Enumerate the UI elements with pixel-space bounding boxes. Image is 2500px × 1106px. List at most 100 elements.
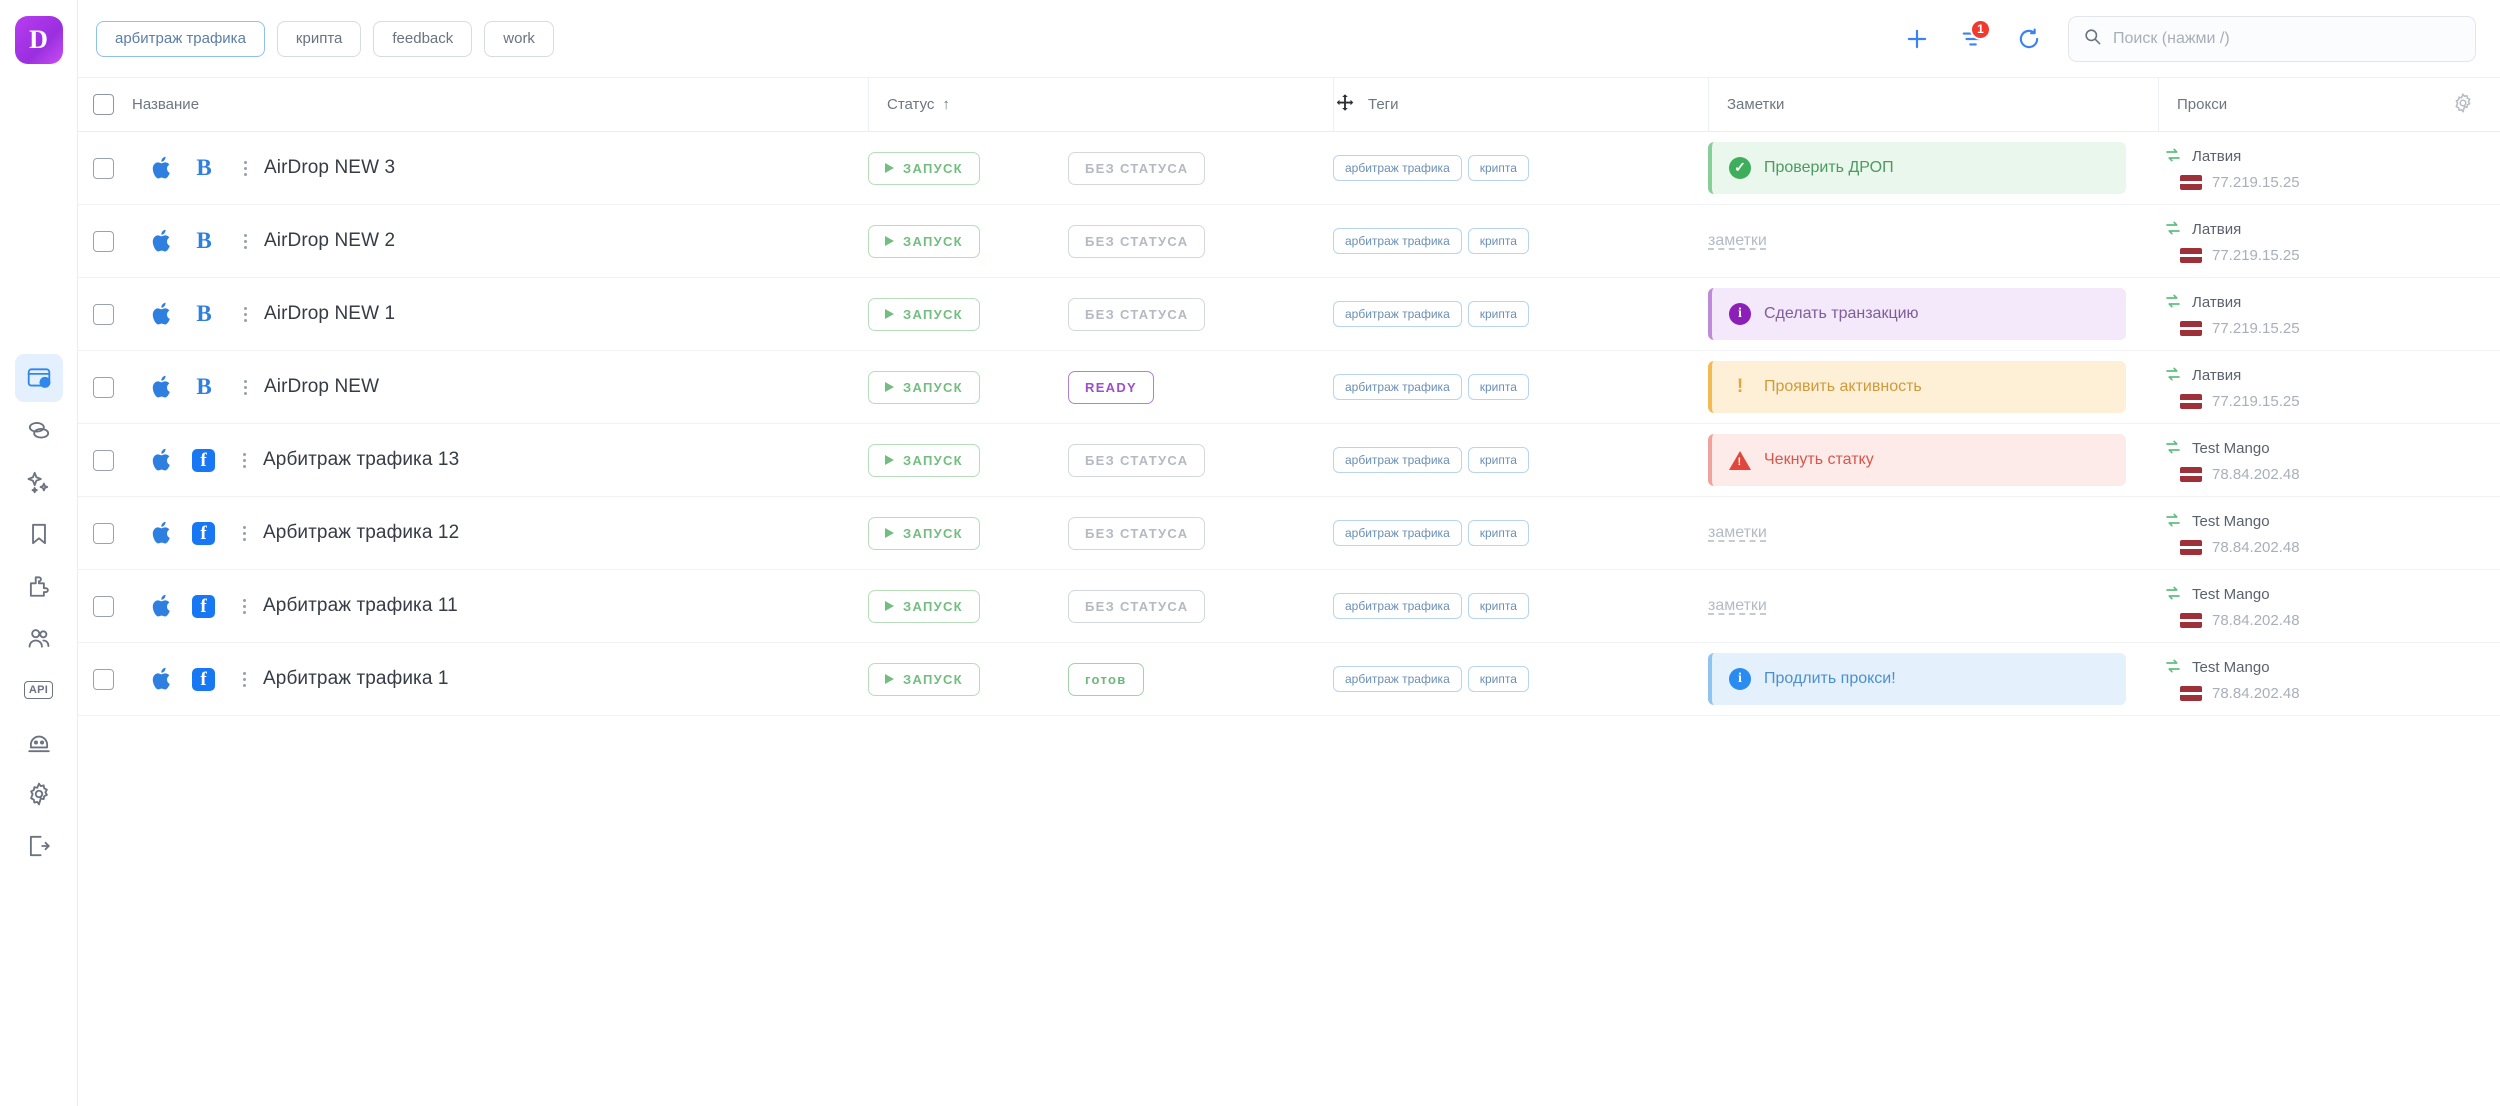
tag-chip[interactable]: арбитраж трафика bbox=[1333, 155, 1462, 181]
sidebar-item-automation[interactable] bbox=[15, 458, 63, 506]
note-chip[interactable]: заметки bbox=[1708, 580, 2126, 632]
sidebar-item-settings[interactable] bbox=[15, 770, 63, 818]
tag-chip[interactable]: арбитраж трафика bbox=[1333, 666, 1462, 692]
column-header-status[interactable]: Статус ↑ bbox=[868, 78, 1068, 132]
select-all-checkbox[interactable] bbox=[92, 94, 114, 115]
refresh-button[interactable] bbox=[2012, 22, 2046, 56]
sidebar-item-browser-profiles[interactable] bbox=[14, 354, 63, 402]
row-menu-icon[interactable] bbox=[235, 598, 253, 614]
tag-chip[interactable]: крипта bbox=[1467, 447, 1529, 473]
tag-chip[interactable]: крипта bbox=[1467, 374, 1529, 400]
status-badge[interactable]: READY bbox=[1068, 370, 1155, 404]
tag-chip[interactable]: арбитраж трафика bbox=[1333, 301, 1462, 327]
sidebar-item-extensions[interactable] bbox=[15, 562, 63, 610]
search-input[interactable] bbox=[2113, 29, 2461, 48]
run-button[interactable]: ЗАПУСК bbox=[868, 662, 980, 696]
run-button[interactable]: ЗАПУСК bbox=[868, 589, 980, 623]
row-checkbox[interactable] bbox=[92, 376, 114, 398]
row-checkbox[interactable] bbox=[92, 449, 114, 471]
tag-chip[interactable]: крипта bbox=[1467, 301, 1529, 327]
tag-chip[interactable]: крипта bbox=[1467, 155, 1529, 181]
drag-move-icon[interactable] bbox=[1334, 92, 1356, 118]
row-checkbox[interactable] bbox=[92, 157, 114, 179]
row-menu-icon[interactable] bbox=[236, 160, 254, 176]
row-checkbox[interactable] bbox=[92, 303, 114, 325]
sidebar-item-bookmarks[interactable] bbox=[15, 510, 63, 558]
tag-chip[interactable]: арбитраж трафика bbox=[1333, 447, 1462, 473]
column-header-name[interactable]: Название bbox=[128, 96, 868, 113]
row-menu-icon[interactable] bbox=[235, 671, 253, 687]
sidebar-item-proxies[interactable] bbox=[15, 406, 63, 454]
note-chip[interactable]: ✓Проверить ДРОП bbox=[1708, 142, 2126, 194]
sidebar-item-team[interactable] bbox=[15, 614, 63, 662]
note-chip[interactable]: заметки bbox=[1708, 215, 2126, 267]
row-menu-icon[interactable] bbox=[236, 233, 254, 249]
run-button[interactable]: ЗАПУСК bbox=[868, 297, 980, 331]
column-header-tags[interactable]: Теги bbox=[1333, 78, 1708, 132]
note-chip[interactable]: Чекнуть статку bbox=[1708, 434, 2126, 486]
run-button[interactable]: ЗАПУСК bbox=[868, 224, 980, 258]
tag-chip[interactable]: арбитраж трафика bbox=[1333, 593, 1462, 619]
tab-feedback[interactable]: feedback bbox=[373, 20, 473, 57]
search-box[interactable] bbox=[2068, 15, 2476, 62]
status-badge[interactable]: БЕЗ СТАТУСА bbox=[1068, 443, 1206, 477]
tag-chip[interactable]: крипта bbox=[1467, 666, 1529, 692]
sidebar-item-bot[interactable] bbox=[15, 718, 63, 766]
row-checkbox[interactable] bbox=[92, 668, 114, 690]
sidebar-item-logout[interactable] bbox=[15, 822, 63, 870]
tag-chip[interactable]: крипта bbox=[1467, 593, 1529, 619]
add-button[interactable] bbox=[1900, 22, 1934, 56]
row-menu-icon[interactable] bbox=[236, 379, 254, 395]
row-checkbox[interactable] bbox=[92, 595, 114, 617]
run-button[interactable]: ЗАПУСК bbox=[868, 370, 980, 404]
run-button[interactable]: ЗАПУСК bbox=[868, 443, 980, 477]
column-header-proxy[interactable]: Прокси bbox=[2158, 78, 2500, 132]
row-menu-icon[interactable] bbox=[235, 525, 253, 541]
status-badge[interactable]: БЕЗ СТАТУСА bbox=[1068, 516, 1206, 550]
note-chip[interactable]: заметки bbox=[1708, 507, 2126, 559]
note-chip[interactable]: !Проявить активность bbox=[1708, 361, 2126, 413]
status-badge[interactable]: БЕЗ СТАТУСА bbox=[1068, 224, 1206, 258]
row-menu-icon[interactable] bbox=[236, 306, 254, 322]
tag-chip[interactable]: крипта bbox=[1467, 228, 1529, 254]
status-badge[interactable]: БЕЗ СТАТУСА bbox=[1068, 297, 1206, 331]
row-checkbox[interactable] bbox=[92, 230, 114, 252]
tag-chip[interactable]: крипта bbox=[1467, 520, 1529, 546]
filter-button[interactable]: 1 bbox=[1956, 18, 1991, 56]
status-badge[interactable]: БЕЗ СТАТУСА bbox=[1068, 151, 1206, 185]
status-badge[interactable]: готов bbox=[1068, 662, 1144, 696]
tab-work[interactable]: work bbox=[484, 20, 554, 57]
sidebar-item-api[interactable]: API bbox=[15, 666, 63, 714]
column-header-notes[interactable]: Заметки bbox=[1708, 78, 2158, 132]
app-logo[interactable]: D bbox=[14, 16, 63, 64]
tag-chip[interactable]: арбитраж трафика bbox=[1333, 374, 1462, 400]
tab-arbitrazh-trafika[interactable]: арбитраж трафика bbox=[96, 20, 265, 57]
run-button[interactable]: ЗАПУСК bbox=[868, 516, 980, 550]
table-settings-gear-icon[interactable] bbox=[2452, 92, 2500, 118]
sort-asc-icon[interactable]: ↑ bbox=[942, 96, 950, 113]
row-checkbox[interactable] bbox=[92, 522, 114, 544]
tag-chip[interactable]: арбитраж трафика bbox=[1333, 228, 1462, 254]
status-badge[interactable]: БЕЗ СТАТУСА bbox=[1068, 589, 1206, 623]
tab-kripta[interactable]: крипта bbox=[276, 20, 362, 57]
tag-chip[interactable]: арбитраж трафика bbox=[1333, 520, 1462, 546]
run-button[interactable]: ЗАПУСК bbox=[868, 151, 980, 185]
